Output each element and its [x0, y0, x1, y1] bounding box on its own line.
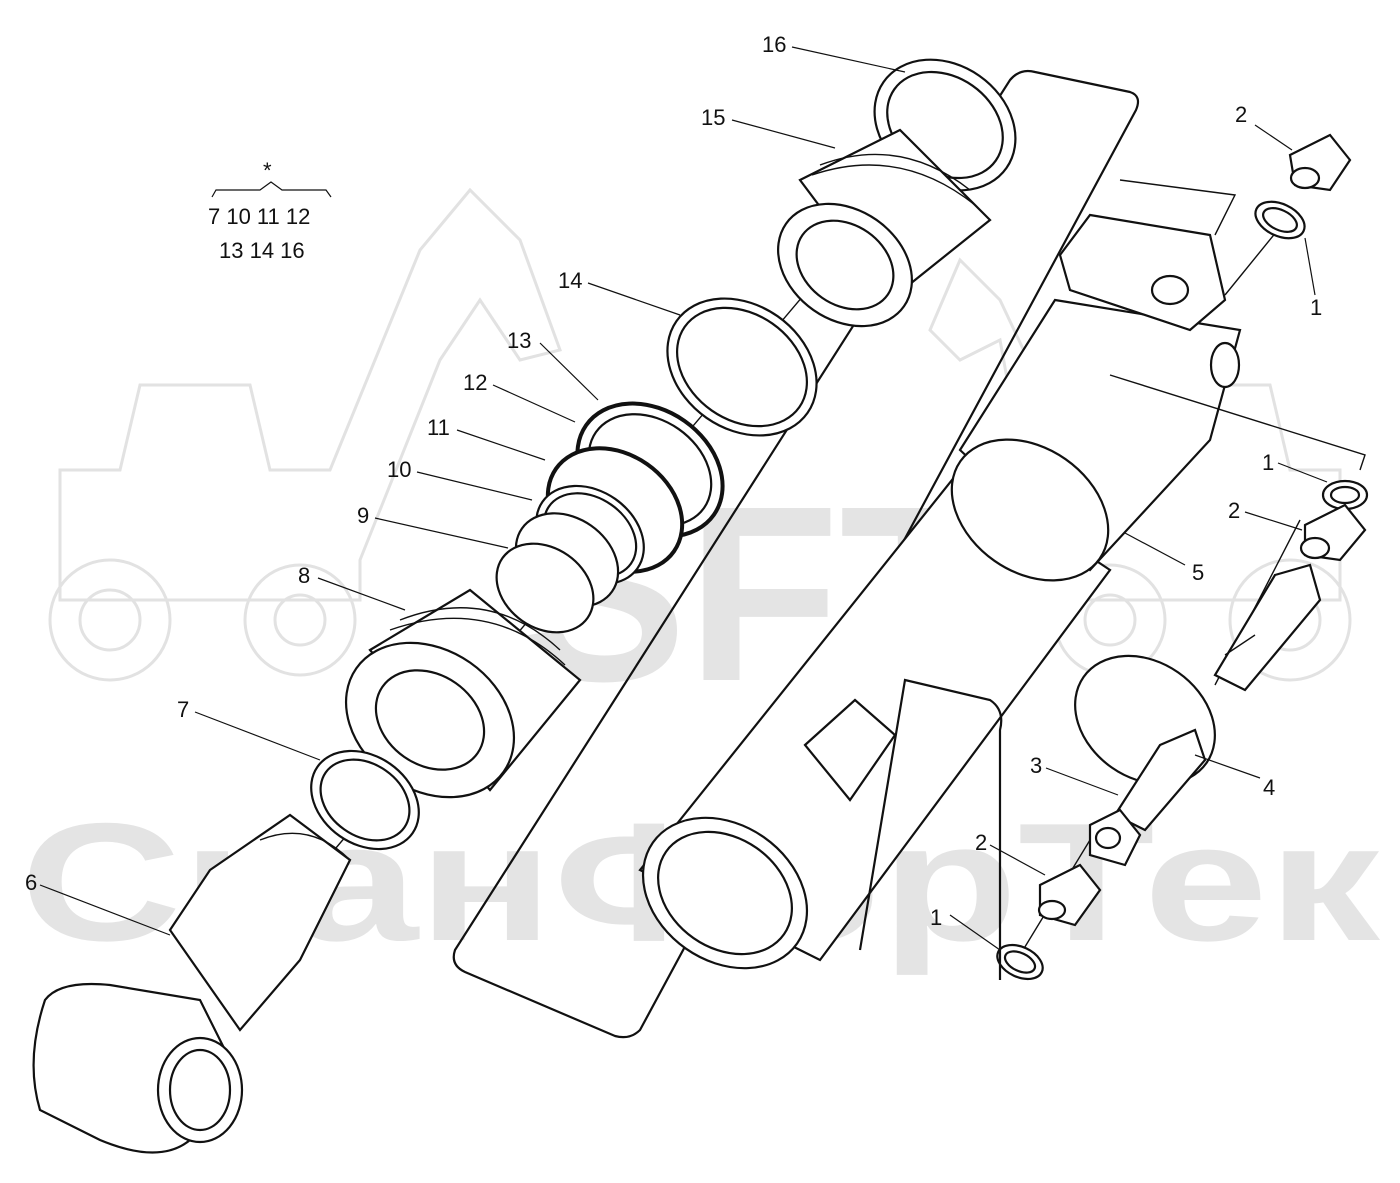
washer-1-top — [1254, 200, 1306, 240]
callout-12: 12 — [463, 370, 487, 395]
callout-1-bottom: 1 — [930, 905, 942, 930]
kit-note: * 7 10 11 12 13 14 16 — [208, 158, 332, 263]
valve-3 — [1088, 728, 1207, 867]
ring-9 — [495, 542, 595, 634]
callout-2-bottom: 2 — [975, 830, 987, 855]
callout-3: 3 — [1030, 753, 1042, 778]
callout-14: 14 — [558, 268, 582, 293]
kit-note-line2: 13 14 16 — [219, 238, 305, 263]
callout-7: 7 — [177, 697, 189, 722]
callouts: 16 15 14 13 12 11 10 9 8 7 6 2 1 1 2 5 3… — [25, 32, 1322, 930]
callout-5: 5 — [1192, 560, 1204, 585]
valve-stem — [1213, 563, 1322, 692]
callout-1-right: 1 — [1262, 450, 1274, 475]
cylinder-barrel — [638, 468, 1112, 970]
watermark-loader-left — [48, 187, 562, 682]
ring-7 — [310, 749, 420, 851]
rod-eye-6 — [32, 813, 352, 1154]
callout-2-right: 2 — [1228, 498, 1240, 523]
callout-8: 8 — [298, 563, 310, 588]
callout-16: 16 — [762, 32, 786, 57]
valve-group-frame — [858, 678, 1003, 980]
kit-note-brace — [211, 181, 332, 198]
gland-15 — [777, 128, 992, 328]
parts-group-frame — [452, 69, 1140, 1039]
washer-1-bottom — [996, 943, 1044, 981]
piston-8 — [344, 588, 582, 799]
callout-15: 15 — [701, 105, 725, 130]
ring-14 — [666, 297, 818, 437]
callout-1-top: 1 — [1310, 295, 1322, 320]
fitting-2-top — [1288, 133, 1352, 192]
fitting-2-right — [1299, 503, 1367, 562]
callout-10: 10 — [387, 457, 411, 482]
callout-2-top: 2 — [1235, 102, 1247, 127]
leader-lines — [39, 46, 1328, 951]
washer-1-right — [1321, 479, 1369, 511]
callout-9: 9 — [357, 503, 369, 528]
callout-4: 4 — [1263, 775, 1275, 800]
callout-13: 13 — [507, 328, 531, 353]
cylinder-head-5 — [950, 179, 1366, 582]
kit-note-line1: 7 10 11 12 — [208, 204, 310, 229]
kit-note-star: * — [263, 158, 272, 183]
callout-6: 6 — [25, 870, 37, 895]
fitting-2-bottom — [1037, 863, 1102, 927]
callout-11: 11 — [427, 415, 450, 440]
